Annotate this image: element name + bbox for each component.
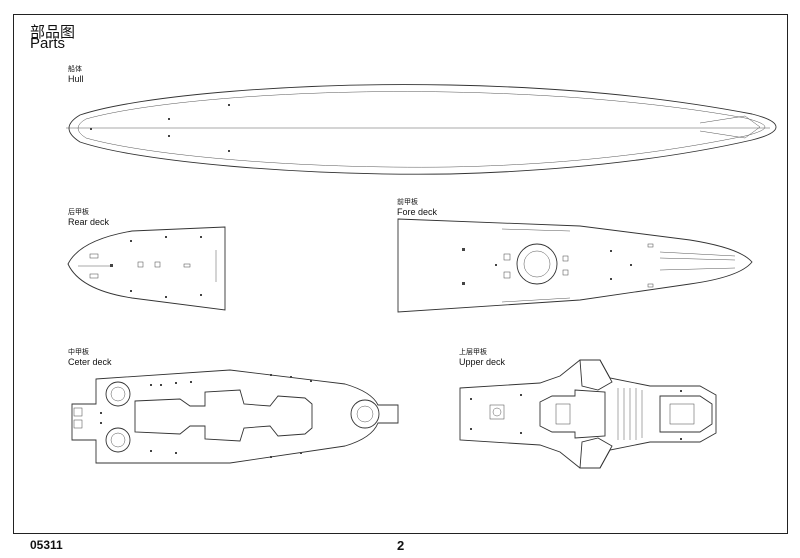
rear-deck-outline — [67, 226, 226, 311]
rear-deck-label: Rear deck — [68, 217, 110, 227]
hull-outline — [66, 84, 777, 175]
product-code: 05311 — [30, 538, 63, 552]
fore-deck-outline — [397, 218, 753, 313]
page-title-cn: 部品图 — [30, 24, 76, 41]
upper-deck-outline — [459, 359, 717, 469]
page-title: Parts — [30, 35, 66, 52]
center-deck-label: Ceter deck — [68, 357, 112, 367]
hull-label: Hull — [68, 74, 84, 84]
rear-deck-label-cn: 后甲板 — [68, 209, 89, 216]
center-deck-outline — [71, 369, 399, 464]
upper-deck-label-cn: 上层甲板 — [459, 349, 487, 356]
hull-label-cn: 船体 — [68, 66, 82, 73]
fore-deck-label-cn: 前甲板 — [397, 199, 418, 206]
center-deck-label-cn: 中甲板 — [68, 349, 89, 356]
upper-deck-label: Upper deck — [459, 357, 506, 367]
page-frame — [13, 14, 788, 534]
fore-deck-label: Fore deck — [397, 207, 438, 217]
page-number: 2 — [397, 538, 405, 553]
